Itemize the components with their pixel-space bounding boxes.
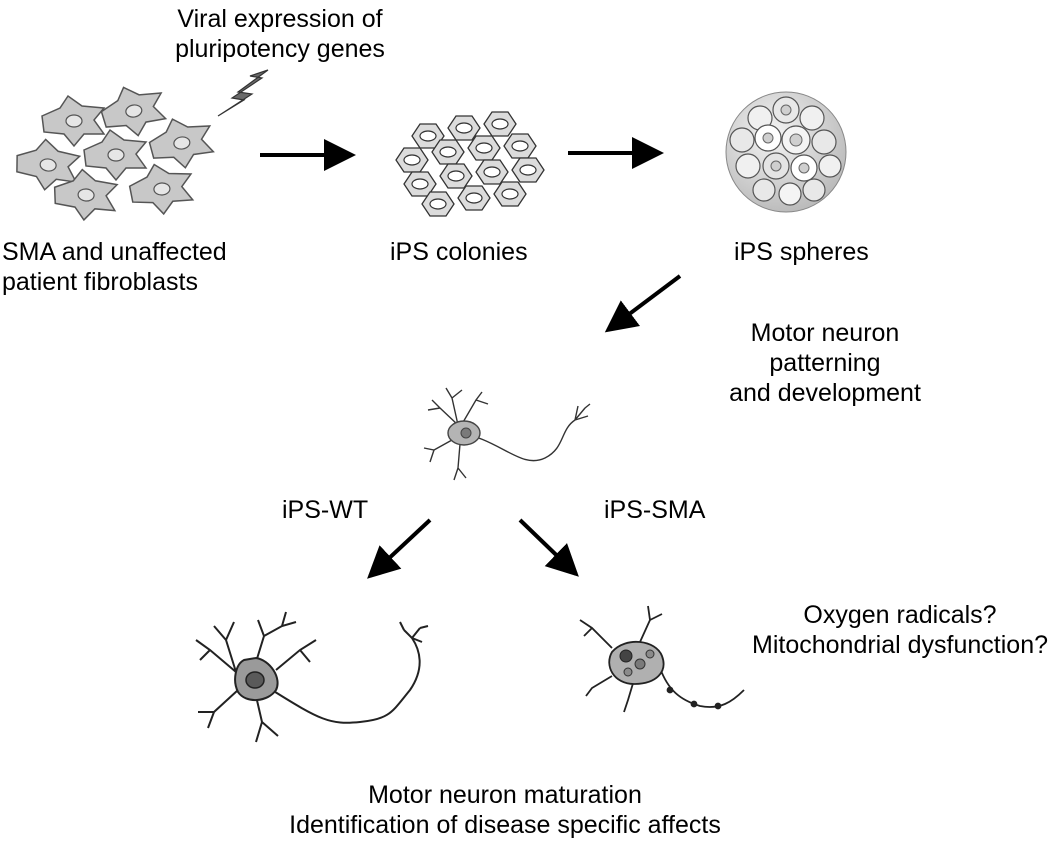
- patterning-label: Motor neuron patterning and development: [700, 318, 950, 408]
- viral-label-line2: pluripotency genes: [175, 35, 385, 63]
- sma-questions-label: Oxygen radicals? Mitochondrial dysfuncti…: [740, 600, 1050, 660]
- fibroblasts-label: SMA and unaffected patient fibroblasts: [2, 237, 227, 297]
- lightning-icon: [217, 69, 269, 117]
- patterning-label-line2: patterning: [769, 349, 881, 377]
- identification-text: Identification of disease specific affec…: [289, 811, 721, 839]
- ips-colonies-label: iPS colonies: [390, 238, 528, 266]
- mitochondrial-dysfunction-text: Mitochondrial dysfunction?: [752, 631, 1048, 659]
- fibroblasts-label-line1: SMA and unaffected: [2, 238, 227, 266]
- viral-expression-label: Viral expression of pluripotency genes: [160, 4, 400, 64]
- ips-colony-cells: [395, 111, 545, 217]
- viral-label-line1: Viral expression of: [177, 5, 383, 33]
- patterning-label-line3: and development: [729, 379, 921, 407]
- fibroblasts-label-line2: patient fibroblasts: [2, 268, 198, 296]
- maturation-label: Motor neuron maturation Identification o…: [250, 780, 760, 840]
- arrow-to-sma-neuron: [518, 518, 579, 577]
- ips-sphere-cluster: [725, 91, 847, 213]
- ips-spheres-label: iPS spheres: [734, 238, 869, 266]
- oxygen-radicals-text: Oxygen radicals?: [803, 601, 997, 629]
- arrow-spheres-to-neuron: [604, 274, 682, 333]
- ips-wt-label: iPS-WT: [282, 496, 369, 524]
- wt-mature-neuron: [195, 611, 429, 743]
- developing-neuron: [423, 387, 591, 481]
- maturation-text: Motor neuron maturation: [368, 781, 642, 809]
- ips-sma-label: iPS-SMA: [604, 496, 706, 524]
- sma-neuron: [579, 605, 745, 713]
- arrow-to-wt-neuron: [367, 518, 432, 579]
- fibroblast-cells: [12, 80, 216, 224]
- patterning-label-line1: Motor neuron: [750, 319, 900, 347]
